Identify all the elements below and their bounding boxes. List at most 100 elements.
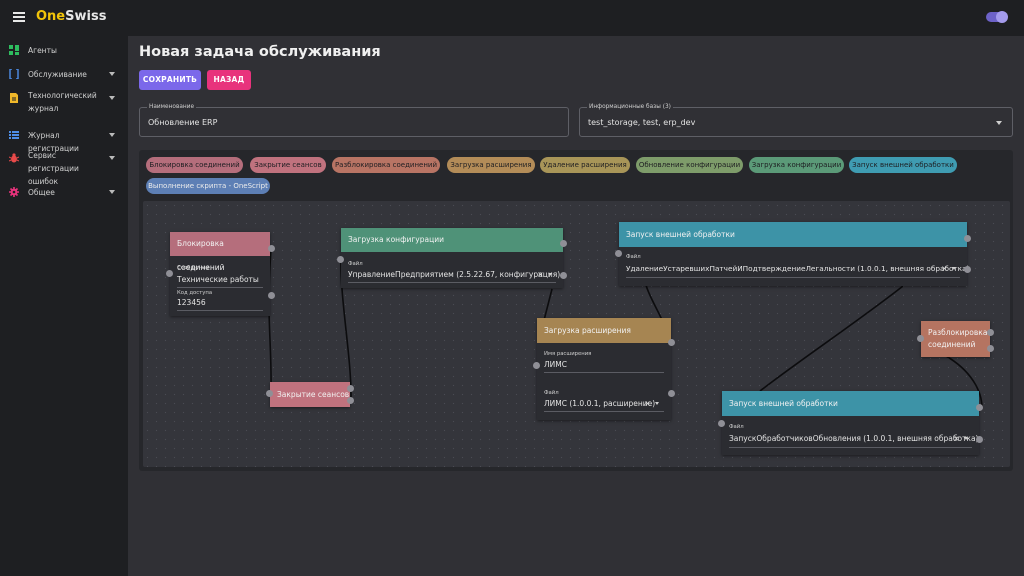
node-close-sessions[interactable]: Закрытие сеансов bbox=[270, 382, 350, 407]
field-underline bbox=[729, 447, 972, 448]
field-underline bbox=[544, 372, 664, 373]
file-value[interactable]: ЛИМС (1.0.0.1, расширение) bbox=[544, 399, 656, 408]
clear-icon[interactable]: × bbox=[537, 270, 544, 279]
sidebar-item-error-service[interactable]: Сервис регистрации ошибок bbox=[0, 148, 128, 186]
chevron-down-icon bbox=[109, 133, 115, 137]
file-value[interactable]: УправлениеПредприятием (2.5.22.67, конфи… bbox=[348, 270, 561, 279]
input-port[interactable] bbox=[718, 420, 725, 427]
chevron-down-icon bbox=[109, 72, 115, 76]
output-port[interactable] bbox=[964, 235, 971, 242]
chevron-down-icon[interactable] bbox=[548, 273, 552, 276]
node-load-extension[interactable]: Загрузка расширения Имя расширения ЛИМС … bbox=[537, 318, 671, 420]
node-title[interactable]: Разблокировка соединений bbox=[928, 328, 988, 349]
sidebar-item-event-log[interactable]: Журнал регистрации bbox=[0, 125, 128, 153]
output-port[interactable] bbox=[987, 329, 994, 336]
palette-chip-block[interactable]: Блокировка соединений bbox=[146, 157, 243, 173]
input-port[interactable] bbox=[917, 335, 924, 342]
input-port[interactable] bbox=[615, 250, 622, 257]
node-title[interactable]: Закрытие сеансов bbox=[277, 390, 350, 399]
grid-icon bbox=[9, 45, 19, 55]
chevron-down-icon bbox=[109, 96, 115, 100]
sidebar: Агенты Обслуживание Технологический журн… bbox=[0, 36, 128, 576]
bases-select[interactable]: Информационные базы (3) test_storage, te… bbox=[579, 103, 1013, 137]
node-run-external-2[interactable]: Запуск внешней обработки Файл ЗапускОбра… bbox=[722, 391, 979, 455]
output-port[interactable] bbox=[268, 245, 275, 252]
chevron-down-icon[interactable] bbox=[655, 402, 659, 405]
code-value[interactable]: 123456 bbox=[177, 298, 206, 307]
node-title[interactable]: Загрузка конфигурации bbox=[341, 228, 563, 252]
input-port[interactable] bbox=[166, 270, 173, 277]
clear-icon[interactable]: × bbox=[941, 264, 948, 273]
brand-swiss: Swiss bbox=[65, 9, 107, 24]
name-field-label: Наименование bbox=[147, 103, 197, 111]
brackets-icon bbox=[9, 69, 19, 79]
menu-icon[interactable] bbox=[13, 12, 25, 22]
input-port[interactable] bbox=[533, 362, 540, 369]
output-port[interactable] bbox=[976, 436, 983, 443]
output-port[interactable] bbox=[668, 390, 675, 397]
output-port[interactable] bbox=[964, 266, 971, 273]
field-underline bbox=[348, 282, 556, 283]
sidebar-item-maintenance[interactable]: Обслуживание bbox=[0, 64, 128, 86]
gear-icon bbox=[9, 187, 19, 197]
palette-chip-load-extension[interactable]: Загрузка расширения bbox=[447, 157, 535, 173]
output-port[interactable] bbox=[268, 292, 275, 299]
node-title[interactable]: Запуск внешней обработки bbox=[619, 222, 967, 247]
node-load-configuration[interactable]: Загрузка конфигурации Файл УправлениеПре… bbox=[341, 228, 563, 288]
output-port[interactable] bbox=[347, 397, 354, 404]
palette-chip-delete-extension[interactable]: Удаление расширения bbox=[540, 157, 630, 173]
output-port[interactable] bbox=[976, 404, 983, 411]
node-title[interactable]: Запуск внешней обработки bbox=[722, 391, 979, 416]
output-port[interactable] bbox=[668, 339, 675, 346]
node-title[interactable]: Блокировка соединений bbox=[170, 232, 270, 272]
chevron-down-icon[interactable] bbox=[996, 121, 1002, 125]
clear-icon[interactable]: × bbox=[644, 399, 651, 408]
page-title: Новая задача обслуживания bbox=[139, 44, 381, 60]
field-underline bbox=[544, 411, 664, 412]
list-icon bbox=[9, 131, 19, 139]
file-value[interactable]: ЗапускОбработчиковОбновления (1.0.0.1, в… bbox=[729, 434, 979, 443]
palette-chip-load-config[interactable]: Загрузка конфигурации bbox=[749, 157, 844, 173]
sidebar-item-label: Технологический журнал bbox=[28, 91, 97, 113]
extension-name-value[interactable]: ЛИМС bbox=[544, 360, 567, 369]
file-value[interactable]: УдалениеУстаревшихПатчейИПодтверждениеЛе… bbox=[626, 264, 970, 273]
output-port[interactable] bbox=[560, 272, 567, 279]
file-label: Файл bbox=[729, 424, 744, 430]
clear-icon[interactable]: × bbox=[953, 434, 960, 443]
message-label: Сообщение bbox=[177, 265, 209, 271]
palette-chip-onescript[interactable]: Выполнение скрипта - OneScript bbox=[146, 178, 270, 194]
sidebar-item-tech-journal[interactable]: Технологический журнал bbox=[0, 88, 128, 116]
extension-name-label: Имя расширения bbox=[544, 351, 592, 357]
palette-chip-update-config[interactable]: Обновление конфигурации bbox=[636, 157, 743, 173]
input-port[interactable] bbox=[266, 390, 273, 397]
chevron-down-icon[interactable] bbox=[964, 437, 968, 440]
palette-chip-run-external[interactable]: Запуск внешней обработки bbox=[849, 157, 957, 173]
node-block-connections[interactable]: Блокировка соединений Сообщение Техничес… bbox=[170, 232, 270, 316]
sidebar-item-general[interactable]: Общее bbox=[0, 182, 128, 204]
node-unblock-connections[interactable]: Разблокировка соединений bbox=[921, 321, 990, 357]
output-port[interactable] bbox=[560, 240, 567, 247]
bug-icon bbox=[9, 153, 19, 163]
palette-chip-unblock[interactable]: Разблокировка соединений bbox=[332, 157, 440, 173]
output-port[interactable] bbox=[347, 385, 354, 392]
brand-logo[interactable]: OneSwiss bbox=[36, 9, 106, 24]
back-button[interactable]: НАЗАД bbox=[207, 70, 251, 90]
sidebar-item-agents[interactable]: Агенты bbox=[0, 40, 128, 62]
name-field[interactable]: Наименование Обновление ERP bbox=[139, 103, 569, 137]
file-label: Файл bbox=[626, 254, 641, 260]
output-port[interactable] bbox=[987, 345, 994, 352]
chevron-down-icon[interactable] bbox=[952, 267, 956, 270]
theme-toggle[interactable] bbox=[986, 11, 1008, 23]
palette-chip-close-sessions[interactable]: Закрытие сеансов bbox=[250, 157, 326, 173]
field-underline bbox=[626, 277, 960, 278]
input-port[interactable] bbox=[337, 256, 344, 263]
node-title[interactable]: Загрузка расширения bbox=[537, 318, 671, 343]
node-run-external-1[interactable]: Запуск внешней обработки Файл УдалениеУс… bbox=[619, 222, 970, 286]
save-button[interactable]: СОХРАНИТЬ bbox=[139, 70, 201, 90]
file-label: Файл bbox=[348, 261, 363, 267]
bases-select-value: test_storage, test, erp_dev bbox=[588, 118, 696, 127]
sidebar-item-label: Обслуживание bbox=[28, 70, 87, 79]
code-label: Код доступа bbox=[177, 290, 213, 296]
theme-toggle-knob bbox=[996, 11, 1008, 23]
message-value[interactable]: Технические работы bbox=[177, 275, 259, 284]
